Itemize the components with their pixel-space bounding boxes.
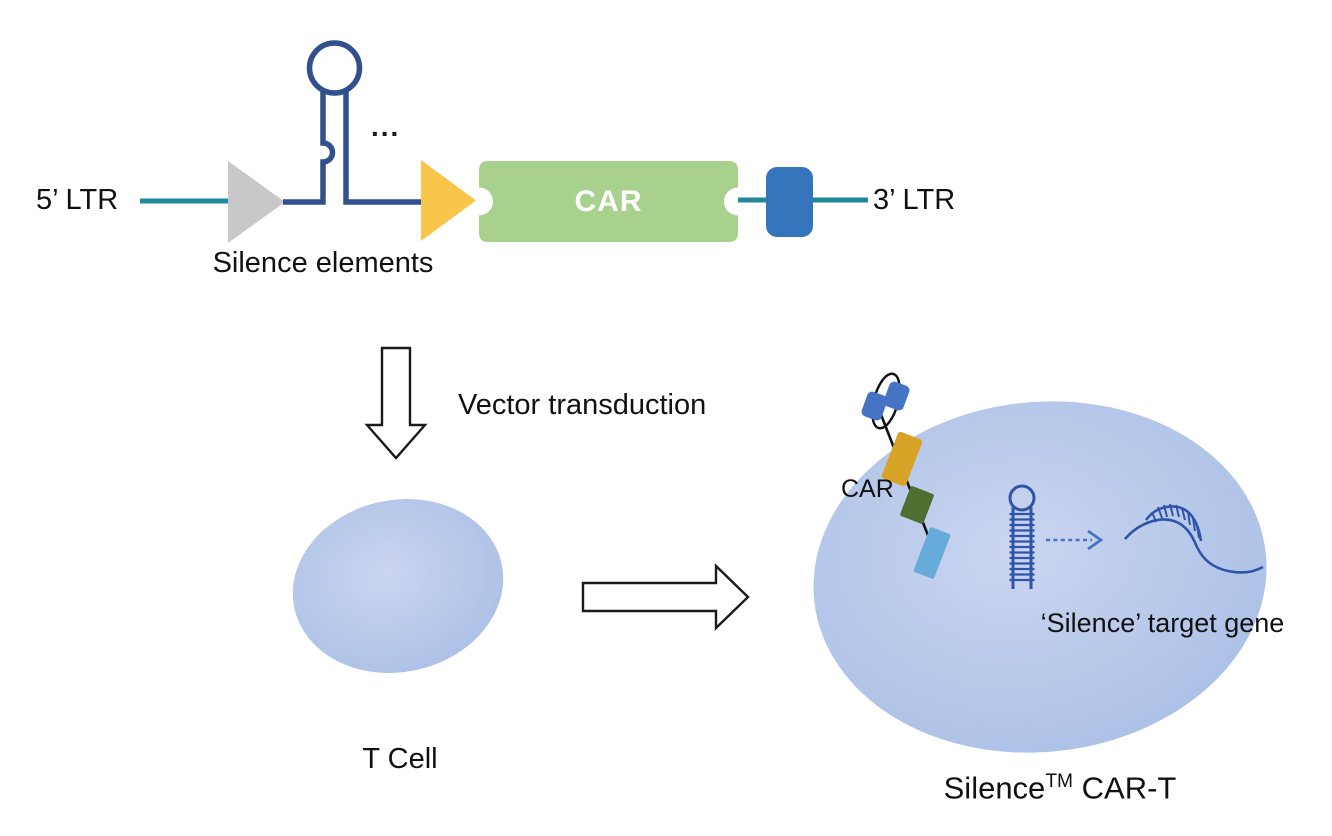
label-5-ltr: 5’ LTR [36, 184, 119, 216]
vector-backbone-line [140, 197, 868, 204]
silence-car-t-suffix: CAR-T [1073, 770, 1177, 806]
label-3-ltr: 3’ LTR [873, 184, 956, 216]
label-car-receptor: CAR [841, 475, 894, 503]
right-arrow-icon [581, 563, 750, 631]
down-arrow-icon [364, 346, 428, 460]
car-gene-box-label: CAR [574, 185, 643, 218]
ellipsis-dots: ... [371, 111, 401, 142]
label-vector-transduction: Vector transduction [458, 389, 707, 421]
car-receptor-icon [861, 372, 951, 579]
shrna-hairpin-icon [283, 40, 421, 205]
element-box-blue [766, 167, 813, 237]
silence-car-t-tm: TM [1045, 771, 1074, 792]
label-target-gene: ‘Silence’ target gene [1040, 608, 1285, 638]
label-silence-elements: Silence elements [212, 247, 434, 279]
car-gene-box [479, 161, 738, 242]
promoter-arrow-yellow [421, 160, 476, 241]
silencing-arrow-icon [1046, 529, 1104, 551]
t-cell-body [292, 499, 504, 673]
label-t-cell: T Cell [362, 743, 438, 775]
promoter-arrow-gray [228, 161, 285, 243]
car-t-cell-body [813, 401, 1267, 753]
silence-car-t-prefix: Silence [943, 770, 1046, 806]
label-silence-car-t: SilenceTM CAR-T [930, 771, 1190, 805]
shrna-hairpin-cell-icon [1008, 484, 1036, 589]
target-mrna-icon [1124, 503, 1264, 574]
